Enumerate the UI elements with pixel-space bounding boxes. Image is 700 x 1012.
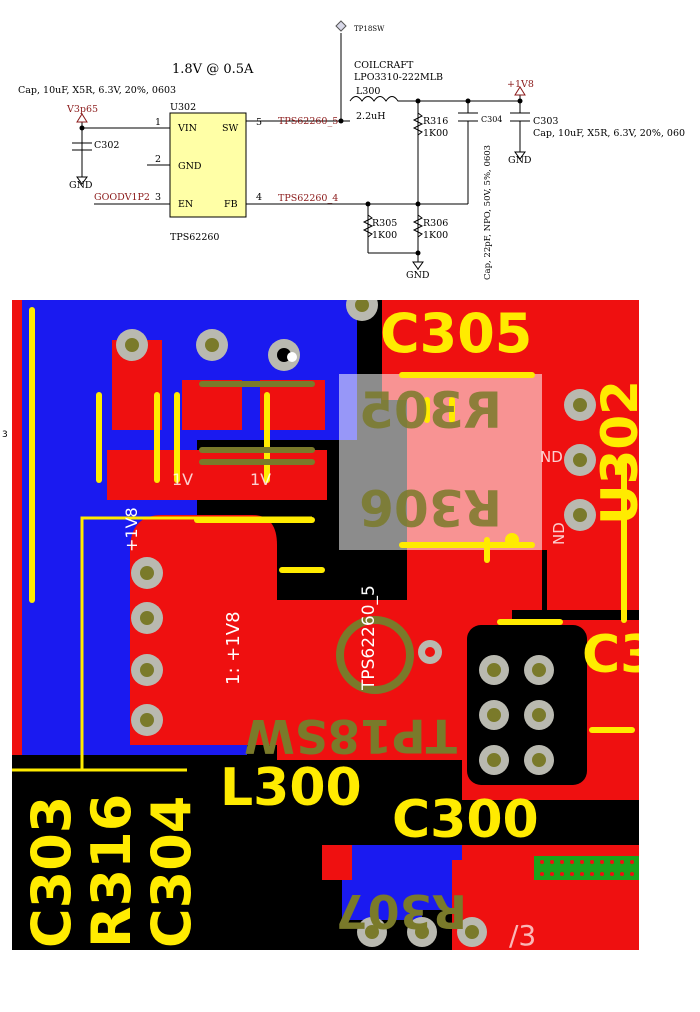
- ic-u302-body: [169, 112, 247, 218]
- ic-part: TPS62260: [170, 232, 219, 243]
- net-sw-label: TPS62260_5: [278, 116, 338, 127]
- pin-en: EN: [178, 199, 193, 210]
- power-out-label: +1V8: [507, 79, 534, 90]
- pin-fb: FB: [224, 199, 238, 210]
- silk-c304: C304: [140, 796, 203, 948]
- silkscreen-lines: [29, 307, 635, 733]
- silk-l300: L300: [220, 758, 362, 818]
- c304-symbol: [458, 112, 478, 122]
- silk-tp18sw-mirrored: TP18SW: [244, 709, 457, 763]
- pin-num-3: 3: [155, 192, 161, 203]
- r316-value: 1K00: [423, 128, 448, 139]
- pin-gnd: GND: [178, 161, 202, 172]
- c304-desc: Cap, 22pF, NPO, 50V, 5%, 0603: [483, 145, 493, 280]
- c303-ref: C303: [533, 116, 558, 127]
- r305-ref: R305: [372, 218, 397, 229]
- schematic-title: 1.8V @ 0.5A: [172, 62, 254, 77]
- silk-r305-mirrored: R305: [359, 382, 502, 440]
- c304-ref: C304: [481, 115, 502, 124]
- via-hole: [287, 352, 297, 362]
- pad-label-1v-a: 1V: [172, 470, 193, 489]
- silk-c3-partial: C3: [582, 625, 639, 685]
- net-en-label: GOODV1P2: [94, 192, 150, 203]
- pin-num-2: 2: [155, 154, 161, 165]
- pad-label-1v-b: 1V: [250, 470, 271, 489]
- inductor-part: LPO3310-222MLB: [354, 72, 443, 83]
- ground-icon: [76, 176, 88, 185]
- r306-value: 1K00: [423, 230, 448, 241]
- left-edge-label: 3: [2, 430, 8, 440]
- copper-clearance: [12, 625, 639, 950]
- pad-label-slash3: /3: [509, 919, 536, 950]
- c302-symbol: [72, 142, 92, 151]
- resistor-symbols: [362, 112, 424, 238]
- silk-r306-mirrored: R306: [359, 478, 502, 536]
- ground-icon: [412, 261, 424, 270]
- inductor-symbol: [349, 96, 405, 102]
- gnd-label-3: GND: [406, 270, 430, 281]
- c303-symbol: [510, 112, 530, 122]
- silk-c303: C303: [20, 796, 83, 948]
- r305-value: 1K00: [372, 230, 397, 241]
- silk-u302: U302: [591, 380, 639, 525]
- r306-ref: R306: [423, 218, 448, 229]
- ic-ref: U302: [170, 102, 196, 113]
- net-fb-label: TPS62260_4: [278, 193, 338, 204]
- gnd-label-2: GND: [508, 155, 532, 166]
- silk-c300: C300: [392, 790, 539, 850]
- silk-c305: C305: [380, 302, 532, 365]
- pad-label-gnd-a: ND: [540, 448, 563, 466]
- pin-num-4: 4: [256, 192, 262, 203]
- schematic-diagram: 1.8V @ 0.5A Cap, 10uF, X5R, 6.3V, 20%, 0…: [18, 20, 685, 281]
- net-label-sw: TPS62260_5: [359, 585, 379, 691]
- pin-num-1: 1: [155, 117, 161, 128]
- pcb-layout-view: C305 U302 L300 C300 C303 R316 C304 C3 R3…: [12, 300, 639, 950]
- silkscreen-outline: [12, 516, 312, 772]
- inductor-value: 2.2uH: [356, 111, 386, 122]
- bottom-silk-lines: [199, 381, 315, 465]
- r316-ref: R316: [423, 116, 448, 127]
- junction-dots: [79, 98, 523, 256]
- pin-sw: SW: [222, 123, 239, 134]
- pin1-marker: [505, 533, 519, 547]
- testpoint-tp18sw-ring[interactable]: [336, 616, 414, 694]
- testpoint-icon: [335, 20, 347, 32]
- via-field: [534, 856, 639, 880]
- ground-icon: [514, 151, 526, 160]
- through-hole-pads: [116, 300, 596, 947]
- c302-desc: Cap, 10uF, X5R, 6.3V, 20%, 0603: [18, 85, 176, 96]
- inductor-vendor: COILCRAFT: [354, 60, 414, 71]
- power-arrow-icon: [76, 113, 88, 123]
- power-in-label: V3p65: [66, 104, 98, 115]
- pad-label-plus1v8-small: +1V8: [122, 507, 141, 552]
- schematic-wires: [81, 33, 521, 270]
- pad-label-plus1v8: 1: +1V8: [223, 611, 244, 685]
- c302-ref: C302: [94, 140, 119, 151]
- silk-r316: R316: [80, 794, 143, 948]
- inductor-ref: L300: [356, 86, 380, 97]
- testpoint-label: TP18SW: [354, 25, 385, 33]
- selection-highlight[interactable]: [339, 374, 542, 550]
- power-arrow-icon: [514, 86, 526, 96]
- silk-bottom-mirrored: R307: [336, 884, 467, 938]
- pin-num-5: 5: [256, 117, 262, 128]
- c303-desc: Cap, 10uF, X5R, 6.3V, 20%, 060: [533, 128, 685, 139]
- pin-vin: VIN: [177, 123, 197, 134]
- gnd-label-1: GND: [69, 180, 93, 191]
- pad-label-gnd-b: ND: [550, 522, 568, 545]
